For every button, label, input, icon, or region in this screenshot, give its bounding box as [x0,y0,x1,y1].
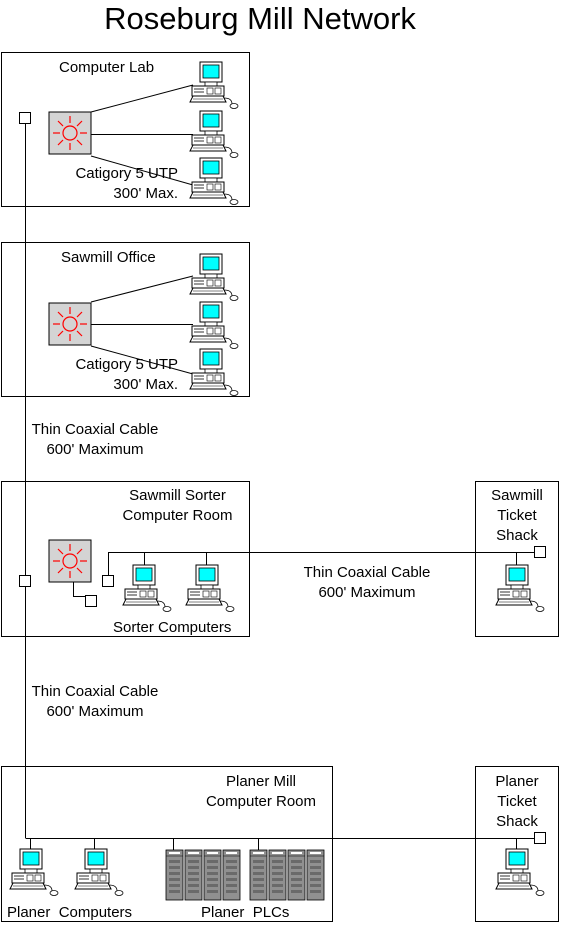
sawmill-office-box [1,242,250,397]
middle-link-label: Thin Coaxial Cable 600' Maximum [292,563,442,603]
office-cable-label: Catigory 5 UTP 300' Max. [40,355,178,395]
sorter-hub-icon [48,539,92,583]
page-title: Roseburg Mill Network [104,1,416,36]
sorter-terminator-right [102,575,114,587]
plc-cabinet-icon [203,849,222,901]
planer-computer-icon [9,848,59,896]
sawmill-shack-computer-icon [495,564,545,612]
lower-backbone-label: Thin Coaxial Cable 600' Maximum [20,682,170,722]
sorter-computer-icon [185,564,235,612]
plc-cabinet-icon [268,849,287,901]
planer-room-label-line2: Computer Room [205,793,317,810]
planer-plcs-label: Planer PLCs [201,904,290,921]
computer-lab-label: Computer Lab [59,59,155,76]
sorter-computers-label: Sorter Computers [113,619,232,636]
planer-computer-icon [74,848,124,896]
sorter-room-box [1,481,250,637]
sawmill-shack-label-line3: Shack [496,527,538,544]
sawmill-office-label: Sawmill Office [61,249,156,266]
planer-room-box [1,766,333,922]
sorter-room-label: Sawmill Sorter Computer Room [105,486,250,526]
plc-cabinet-icon [287,849,306,901]
sawmill-shack-label-line1: Sawmill [491,487,543,504]
plc-cabinet-icon [184,849,203,901]
planer-shack-label-line1: Planer [495,773,539,790]
sawmill-shack-label: Sawmill Ticket Shack [476,486,558,546]
lab-computer-icon [189,110,239,158]
office-utp-cable-3 [90,345,194,375]
plc-cabinet-icon [306,849,325,901]
planer-shack-box [475,766,559,922]
middle-link-cable-length: 600' Maximum [318,584,416,601]
sawmill-shack-label-line2: Ticket [497,507,537,524]
planer-computers-label: Planer Computers [7,904,133,921]
planer-room-label-line1: Planer Mill [225,773,297,790]
lab-computer-icon [189,61,239,109]
lower-backbone-cable-type: Thin Coaxial Cable [31,683,159,700]
office-computer-icon [189,301,239,349]
plc-cabinet-icon [249,849,268,901]
sawmill-shack-box [475,481,559,637]
lab-cable-type: Catigory 5 UTP [75,165,178,182]
upper-backbone-cable-type: Thin Coaxial Cable [31,421,159,438]
office-hub-icon [48,302,92,346]
lower-backbone-cable-length: 600' Maximum [46,703,144,720]
planer-shack-label: Planer Ticket Shack [476,772,558,832]
planer-shack-computer-icon [495,848,545,896]
office-utp-cable-1 [90,275,194,303]
lab-cable-label: Catigory 5 UTP 300' Max. [40,164,178,204]
upper-backbone-label: Thin Coaxial Cable 600' Maximum [20,420,170,460]
lab-terminator [19,112,31,124]
lab-utp-cable-3 [90,155,194,186]
sawmill-shack-terminator [534,546,546,558]
sorter-terminator-left [19,575,31,587]
lab-computer-icon [189,157,239,205]
upper-backbone-cable-length: 600' Maximum [46,441,144,458]
sorter-room-label-line1: Sawmill Sorter [129,487,226,504]
plc-cabinet-icon [222,849,241,901]
office-cable-type: Catigory 5 UTP [75,356,178,373]
planer-shack-terminator [534,832,546,844]
sorter-terminator-bottom [85,595,97,607]
office-computer-icon [189,348,239,396]
office-cable-length: 300' Max. [113,376,178,393]
lab-cable-length: 300' Max. [113,185,178,202]
sorter-computer-icon [122,564,172,612]
computer-lab-box [1,52,250,207]
office-computer-icon [189,253,239,301]
middle-link-cable-type: Thin Coaxial Cable [303,564,431,581]
lab-utp-cable-1 [90,84,194,113]
planer-shack-label-line2: Ticket [497,793,537,810]
sorter-room-label-line2: Computer Room [122,507,233,524]
planer-room-label: Planer Mill Computer Room [186,772,336,812]
planer-shack-label-line3: Shack [496,813,538,830]
lab-hub-icon [48,111,92,155]
plc-cabinet-icon [165,849,184,901]
